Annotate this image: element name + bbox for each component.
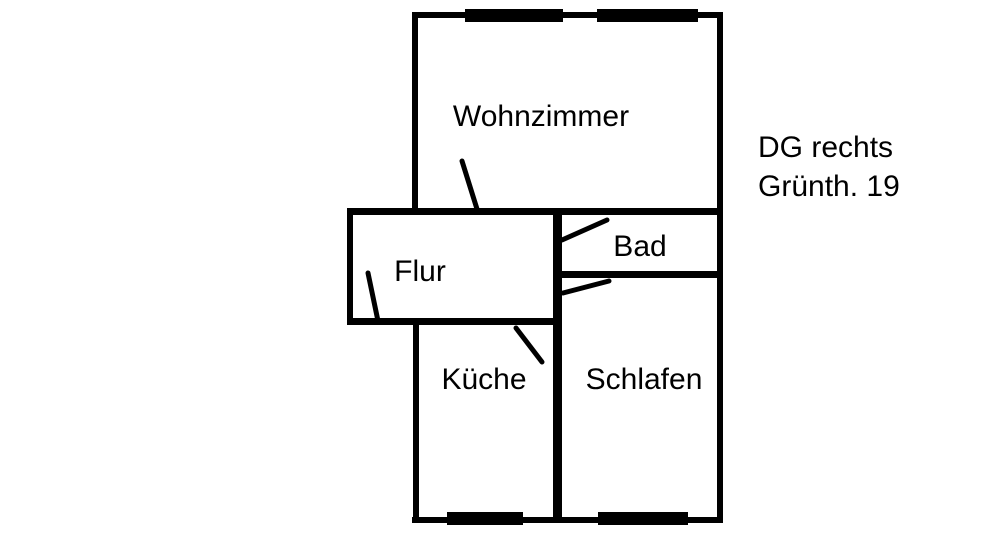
window-schlafen bbox=[598, 512, 688, 525]
door-swing-wohnzimmer bbox=[459, 158, 480, 212]
wall-outer-top bbox=[412, 12, 723, 18]
wall-bad-bottom bbox=[553, 271, 723, 278]
annotation-line-2: Grünth. 19 bbox=[758, 170, 900, 203]
wall-center-vertical bbox=[553, 208, 562, 523]
wall-outer-bottom bbox=[412, 517, 723, 523]
door-swing-flur bbox=[365, 270, 381, 324]
window-wohnzimmer-right bbox=[597, 9, 698, 22]
window-kueche bbox=[447, 512, 523, 525]
plan-annotation: DG rechts Grünth. 19 bbox=[758, 128, 900, 206]
window-wohnzimmer-left bbox=[465, 9, 563, 22]
annotation-line-1: DG rechts bbox=[758, 131, 894, 164]
room-label-kueche: Küche bbox=[441, 363, 527, 396]
wall-kueche-left bbox=[413, 318, 419, 523]
wall-outer-right bbox=[717, 12, 723, 523]
room-label-flur: Flur bbox=[394, 255, 446, 288]
room-label-schlafen: Schlafen bbox=[585, 363, 703, 396]
room-label-bad: Bad bbox=[613, 230, 667, 263]
room-label-wohnzimmer: Wohnzimmer bbox=[452, 100, 630, 133]
wall-flur-bottom bbox=[347, 318, 561, 325]
door-swing-bad bbox=[559, 217, 610, 243]
door-swing-kueche bbox=[513, 325, 545, 365]
wall-flur-left bbox=[347, 208, 353, 325]
wall-wohnzimmer-left bbox=[412, 12, 418, 214]
wall-mid-horizontal bbox=[347, 208, 723, 215]
door-swing-schlafen bbox=[560, 278, 612, 296]
